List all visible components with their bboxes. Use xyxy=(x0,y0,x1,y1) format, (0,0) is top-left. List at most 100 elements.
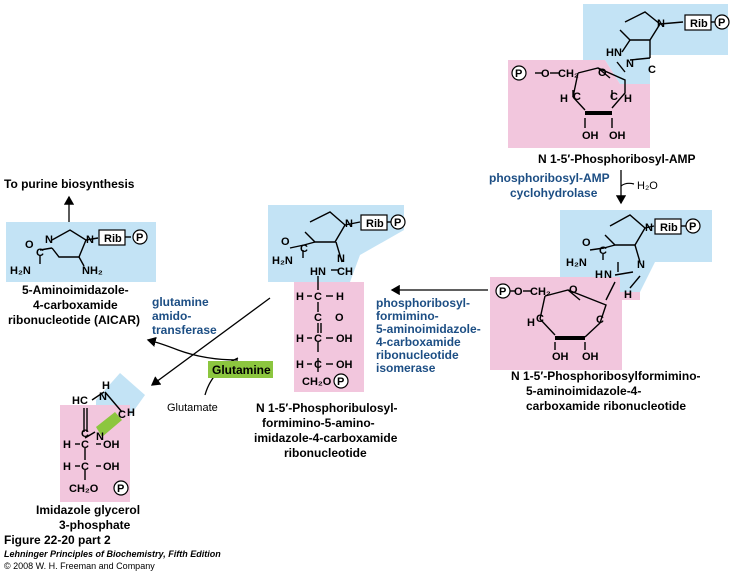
svg-text:P: P xyxy=(689,221,696,233)
svg-text:C: C xyxy=(337,266,345,278)
svg-text:O: O xyxy=(335,312,344,324)
svg-text:C: C xyxy=(536,313,544,325)
glutamine-label: Glutamine xyxy=(212,363,271,377)
svg-text:OH: OH xyxy=(609,130,626,142)
ribulosyl-sugar-region xyxy=(294,282,364,392)
svg-text:O: O xyxy=(598,67,607,79)
svg-text:H: H xyxy=(336,291,344,303)
svg-text:N: N xyxy=(645,222,653,234)
svg-text:C: C xyxy=(300,243,308,255)
svg-text:HN: HN xyxy=(606,47,622,59)
svg-text:N: N xyxy=(86,234,94,246)
water-label: H₂O xyxy=(637,180,658,192)
svg-text:Rib: Rib xyxy=(366,218,384,230)
svg-text:CH₂: CH₂ xyxy=(530,286,551,298)
svg-text:C: C xyxy=(573,91,581,103)
svg-text:H₂N: H₂N xyxy=(272,255,293,267)
svg-text:N: N xyxy=(345,218,353,230)
aicar-structure: Rib P N N C O H₂N NH₂ xyxy=(6,222,156,282)
svg-text:H: H xyxy=(624,289,632,301)
svg-text:CH₂: CH₂ xyxy=(558,68,579,80)
svg-text:H: H xyxy=(127,407,135,419)
svg-text:OH: OH xyxy=(582,351,599,363)
copyright-caption: © 2008 W. H. Freeman and Company xyxy=(4,561,155,571)
svg-text:H: H xyxy=(624,93,632,105)
phosphoribosyl-amp-structure: Rib P N HN N C P O CH₂ O H C C H OH OH xyxy=(508,4,730,148)
enzyme-isomerase-line6: isomerase xyxy=(376,361,436,375)
label-formimino-line2: 5-aminoimidazole-4- xyxy=(526,384,641,398)
glutamate-label: Glutamate xyxy=(167,402,218,414)
svg-text:N: N xyxy=(626,58,634,70)
svg-text:OH: OH xyxy=(336,333,353,345)
svg-text:O: O xyxy=(25,239,34,251)
svg-text:HC: HC xyxy=(72,395,88,407)
label-formimino-line3: carboxamide ribonucleotide xyxy=(526,399,686,413)
svg-text:CH₂O: CH₂O xyxy=(302,376,332,388)
svg-text:C: C xyxy=(314,312,322,324)
svg-text:N: N xyxy=(99,391,107,403)
enzyme-isomerase-line4: 4-carboxamide xyxy=(376,335,461,349)
svg-text:C: C xyxy=(81,461,89,473)
phosphoribulosyl-structure: Rib P N C O H₂N N HN C H H C H C O H C O… xyxy=(268,205,406,392)
phosphate-icon xyxy=(714,14,730,30)
svg-text:O: O xyxy=(541,68,550,80)
enzyme-isomerase-line2: formimino- xyxy=(376,309,439,323)
label-ribulosyl-line4: ribonucleotide xyxy=(284,446,367,460)
svg-text:C: C xyxy=(596,314,604,326)
svg-text:OH: OH xyxy=(103,461,120,473)
svg-text:P: P xyxy=(515,68,522,80)
label-formimino-line1: N 1-5′-Phosphoribosylformimino- xyxy=(511,369,701,383)
svg-text:N: N xyxy=(96,431,104,443)
svg-text:N: N xyxy=(604,269,612,281)
svg-text:OH: OH xyxy=(582,130,599,142)
label-to-purine: To purine biosynthesis xyxy=(4,177,135,191)
enzyme-amidotransferase-line1: glutamine xyxy=(152,295,209,309)
label-imidazole-line1: Imidazole glycerol xyxy=(36,503,140,517)
label-ribulosyl-line1: N 1-5′-Phosphoribulosyl- xyxy=(256,401,398,415)
enzyme-cyclohydrolase-line2: cyclohydrolase xyxy=(510,186,598,200)
enzyme-isomerase-line1: phosphoribosyl- xyxy=(376,296,470,310)
svg-text:OH: OH xyxy=(103,439,120,451)
svg-text:HN: HN xyxy=(310,266,326,278)
svg-text:Rib: Rib xyxy=(660,222,678,234)
svg-text:OH: OH xyxy=(552,351,569,363)
enzyme-isomerase-line3: 5-aminoimidazole- xyxy=(376,322,481,336)
phosphoribosylformimino-structure: Rib P N C O H₂N H N N H P O CH₂ O C C H … xyxy=(490,210,712,370)
svg-text:C: C xyxy=(81,439,89,451)
svg-text:H₂N: H₂N xyxy=(566,257,587,269)
enzyme-amidotransferase-line3: transferase xyxy=(152,323,217,337)
svg-text:C: C xyxy=(314,333,322,345)
svg-text:C: C xyxy=(648,64,656,76)
svg-text:H: H xyxy=(296,333,304,345)
svg-text:C: C xyxy=(314,291,322,303)
svg-text:H: H xyxy=(595,269,603,281)
svg-text:C: C xyxy=(314,359,322,371)
book-caption: Lehninger Principles of Biochemistry, Fi… xyxy=(4,549,221,559)
svg-text:Rib: Rib xyxy=(690,18,708,30)
svg-text:H: H xyxy=(296,291,304,303)
label-aicar-line1: 5-Aminoimidazole- xyxy=(22,283,129,297)
imidazole-green-bond xyxy=(96,412,122,437)
amp-base-lower xyxy=(583,55,650,84)
svg-text:N: N xyxy=(637,259,645,271)
formimino-ribose-region xyxy=(490,277,640,370)
svg-text:C: C xyxy=(118,409,126,421)
svg-text:P: P xyxy=(117,483,124,495)
enzyme-isomerase-line5: ribonucleotide xyxy=(376,348,459,362)
svg-text:H: H xyxy=(63,461,71,473)
svg-text:P: P xyxy=(394,217,401,229)
label-imidazole-line2: 3-phosphate xyxy=(59,518,131,532)
svg-text:H: H xyxy=(560,93,568,105)
label-ribulosyl-line2: formimino-5-amino- xyxy=(262,416,375,430)
svg-text:P: P xyxy=(718,17,725,29)
svg-text:P: P xyxy=(136,232,143,244)
svg-text:P: P xyxy=(337,376,344,388)
svg-text:O: O xyxy=(569,284,578,296)
svg-text:H₂N: H₂N xyxy=(10,265,31,277)
svg-text:N: N xyxy=(337,253,345,265)
svg-text:O: O xyxy=(582,237,591,249)
svg-text:H: H xyxy=(63,439,71,451)
enzyme-amidotransferase-line2: amido- xyxy=(152,309,191,323)
svg-text:N: N xyxy=(45,234,53,246)
